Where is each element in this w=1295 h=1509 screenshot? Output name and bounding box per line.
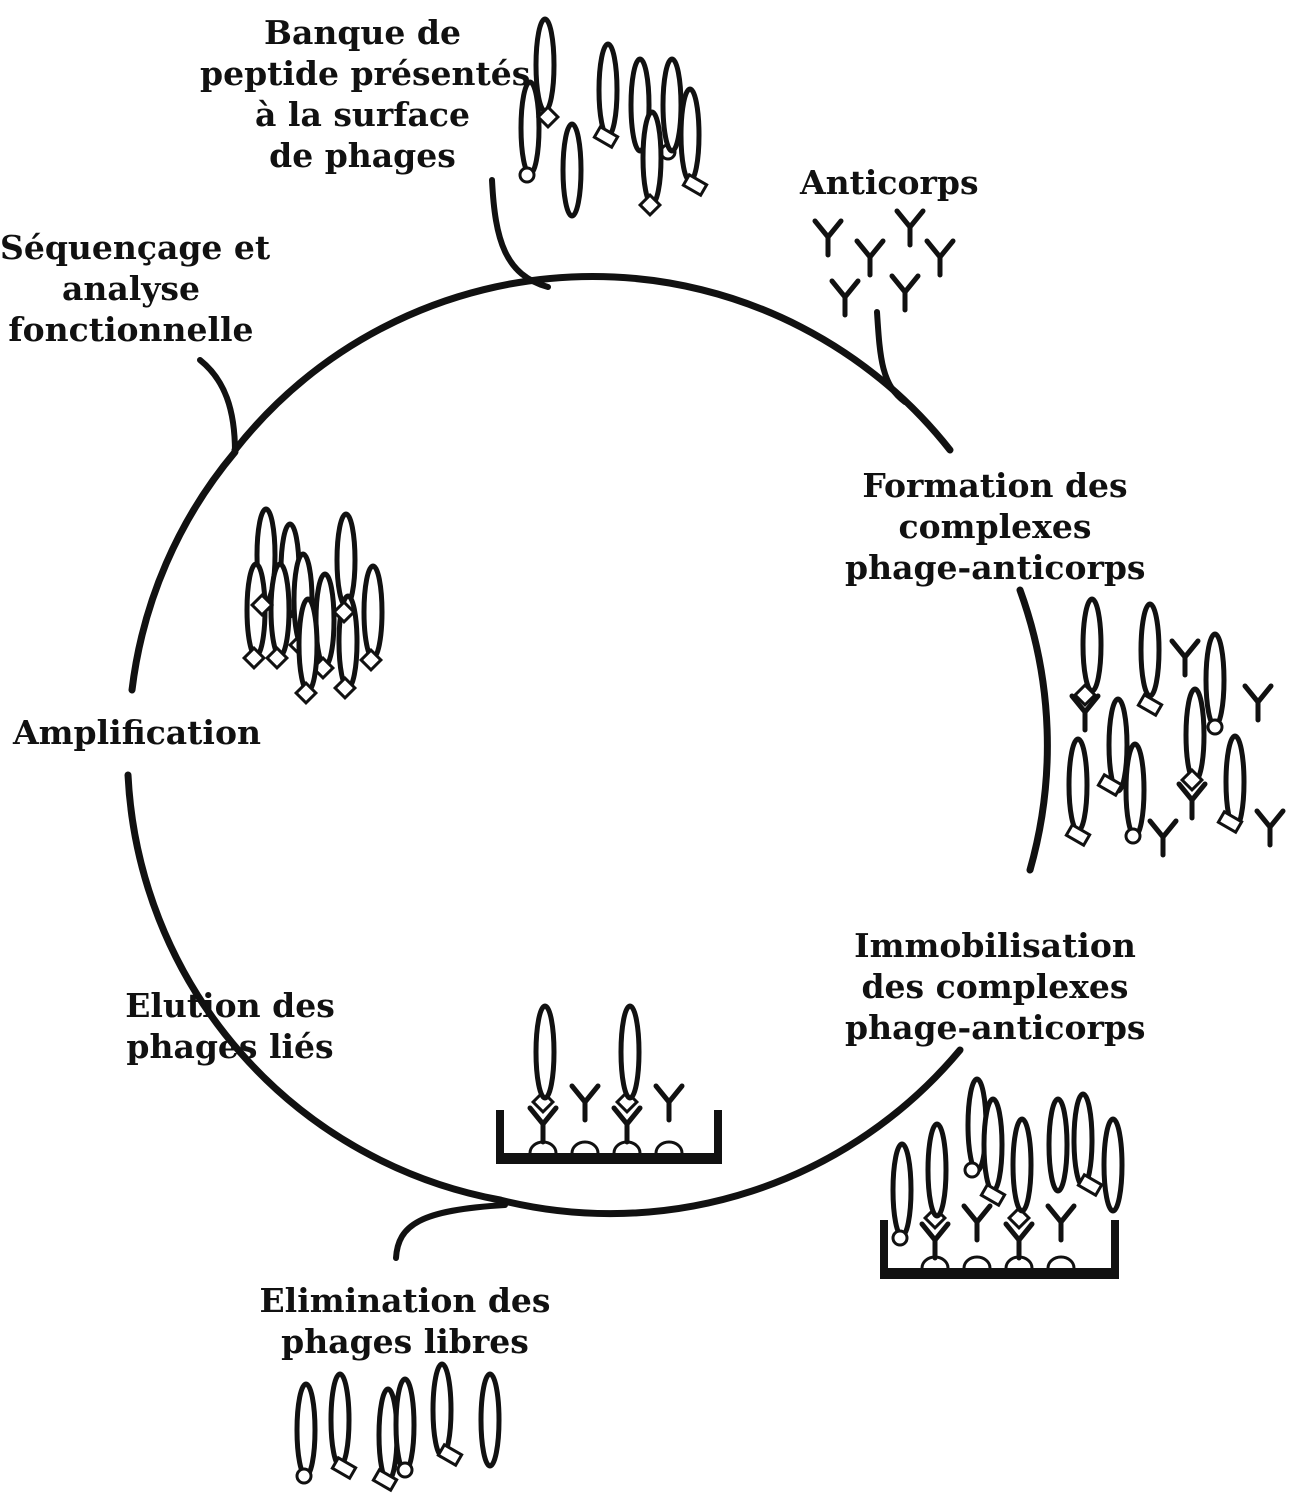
ring-arc-bottom: [496, 1046, 964, 1218]
connector-elimination: [393, 1202, 508, 1261]
ring-arc-left-upper: [128, 448, 239, 694]
connector-library: [489, 177, 551, 290]
label-elution: Elution des phages liés: [125, 986, 335, 1066]
ring-arc-right: [1016, 586, 1051, 874]
complex-group: [1064, 599, 1283, 855]
label-amplification: Amplification: [13, 713, 261, 752]
amplification-cluster: [242, 509, 382, 705]
elution-well: [496, 1006, 722, 1164]
label-library: Banque de peptide présentés à la surface…: [200, 13, 531, 175]
ring-arc-left-lower: [124, 771, 504, 1204]
label-elimination: Elimination des phages libres: [259, 1281, 551, 1361]
label-immobilisation: Immobilisation des complexes phage-antic…: [845, 926, 1146, 1047]
ring-arc-top: [231, 273, 954, 454]
label-formation: Formation des complexes phage-anticorps: [845, 466, 1146, 587]
free-phages: [297, 1364, 499, 1492]
label-sequencing: Séquençage et analyse fonctionnelle: [0, 228, 271, 349]
library-phages: [518, 19, 709, 216]
immobilisation-well: [880, 1079, 1122, 1279]
connector-sequencing: [197, 357, 238, 455]
cycle-ring: [124, 273, 1051, 1218]
connector-antibodies: [874, 309, 908, 405]
antibody-group: [815, 211, 953, 315]
branch-connectors: [197, 177, 908, 1261]
label-antibodies: Anticorps: [800, 163, 979, 202]
